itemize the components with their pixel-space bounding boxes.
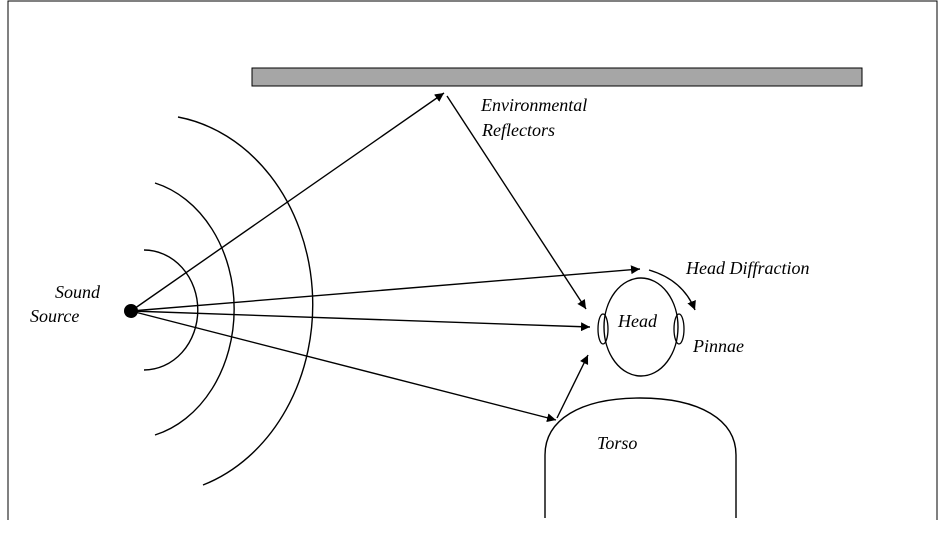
sound-waves <box>143 116 314 486</box>
arrow-source-to-reflector <box>130 92 445 312</box>
environmental-reflector-bar <box>251 67 863 87</box>
arrow-reflector-to-head <box>446 95 587 310</box>
pinna-right <box>673 313 685 345</box>
wave-arc-3 <box>177 116 314 486</box>
wave-arc-1 <box>143 249 199 371</box>
head-shape <box>603 277 679 377</box>
propagation-arrows <box>130 92 641 423</box>
label-environmental-line2: Reflectors <box>481 120 555 140</box>
label-sound-source-line2: Source <box>30 306 79 326</box>
label-torso: Torso <box>597 433 637 453</box>
torso-shape <box>544 397 737 518</box>
arrow-source-to-head-top <box>130 265 641 312</box>
pinna-left <box>597 313 609 345</box>
arrow-source-to-torso <box>130 310 557 423</box>
frame-border <box>7 0 938 520</box>
arrow-torso-to-head <box>556 354 589 419</box>
wave-arc-2 <box>154 182 235 436</box>
label-environmental-line1: Environmental <box>480 95 587 115</box>
label-sound-source-line1: Sound <box>55 282 101 302</box>
head-diffraction-arrow <box>648 269 696 311</box>
label-head: Head <box>617 311 658 331</box>
label-pinnae: Pinnae <box>692 336 744 356</box>
arrow-source-to-head-ear <box>130 310 591 332</box>
label-head-diffraction: Head Diffraction <box>685 258 810 278</box>
